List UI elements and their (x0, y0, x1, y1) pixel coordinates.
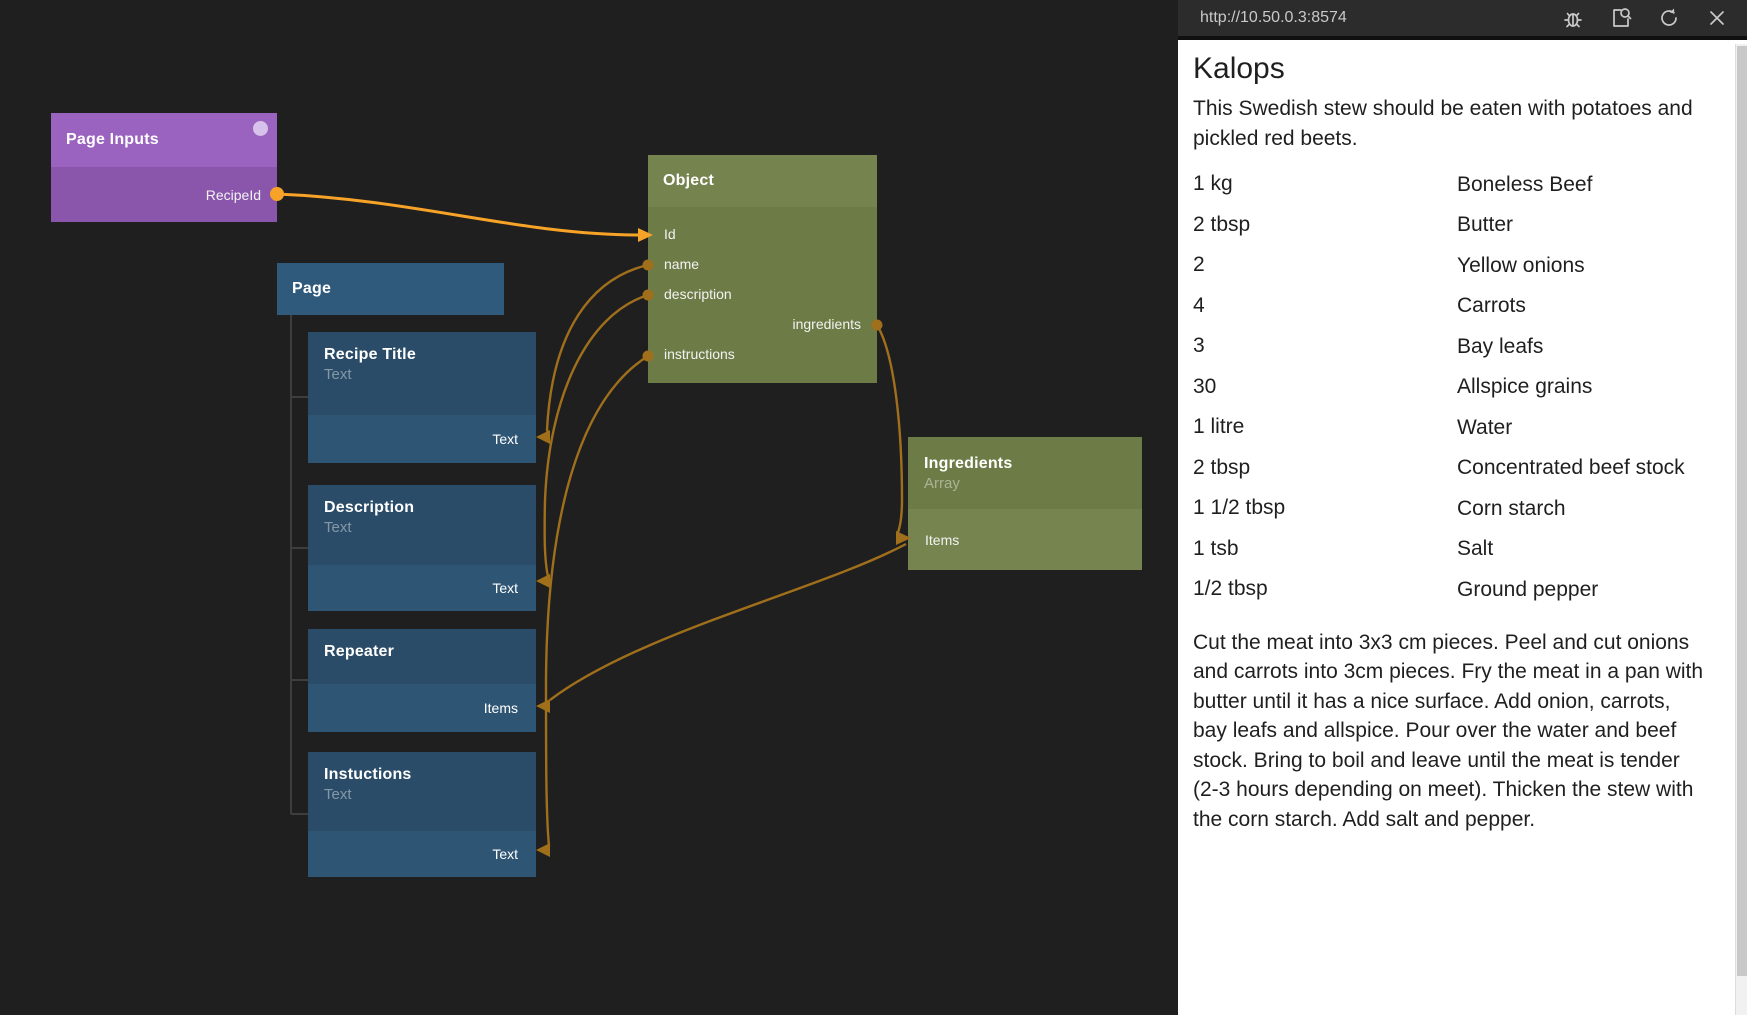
ingredient-name: Concentrated beef stock (1457, 456, 1685, 480)
ingredient-row: 30 Allspice grains (1193, 367, 1707, 408)
node-recipe-title[interactable]: Recipe Title Text Text (308, 332, 536, 463)
node-subtitle: Array (924, 474, 960, 492)
ingredient-name: Yellow onions (1457, 253, 1585, 277)
recipe-title: Kalops (1193, 52, 1285, 85)
port-text[interactable]: Text (308, 831, 536, 877)
recipe-description: This Swedish stew should be eaten with p… (1193, 97, 1693, 150)
ingredient-name: Ground pepper (1457, 577, 1599, 601)
node-title: Page Inputs (66, 131, 159, 148)
port-id[interactable]: Id (664, 226, 676, 242)
open-preview-icon[interactable] (1609, 6, 1633, 30)
node-title: Page (292, 280, 332, 297)
preview-url: http://10.50.0.3:8574 (1200, 9, 1347, 26)
ingredient-name: Corn starch (1457, 496, 1566, 520)
node-editor-canvas[interactable]: Page Inputs RecipeId Page Object Id name… (0, 0, 1178, 1015)
ingredient-qty: 2 tbsp (1193, 455, 1251, 479)
port-description[interactable]: description (664, 286, 732, 302)
ingredient-qty: 2 tbsp (1193, 212, 1251, 236)
ingredient-row: 2 tbsp Concentrated beef stock (1193, 448, 1707, 489)
ingredient-row: 1/2 tbsp Ground pepper (1193, 569, 1707, 610)
recipe-page: Kalops This Swedish stew should be eaten… (1178, 40, 1747, 1011)
port-items[interactable]: Items (308, 684, 536, 732)
ingredient-qty: 1/2 tbsp (1193, 577, 1268, 601)
port-items[interactable]: Items (908, 509, 1142, 570)
port-ingredients[interactable]: ingredients (792, 316, 862, 332)
preview-scrollbar[interactable] (1735, 44, 1747, 1015)
ingredient-qty: 4 (1193, 293, 1205, 317)
scrollbar-thumb[interactable] (1737, 46, 1747, 976)
ingredient-qty: 1 1/2 tbsp (1193, 496, 1286, 520)
ingredient-row: 4 Carrots (1193, 286, 1707, 327)
port-text[interactable]: Text (308, 415, 536, 463)
node-title: Repeater (324, 643, 395, 660)
ingredient-row: 3 Bay leafs (1193, 326, 1707, 367)
port-text[interactable]: Text (308, 565, 536, 611)
preview-panel: http://10.50.0.3:8574 Kalops This Swedis… (1178, 0, 1747, 1015)
ingredient-list: 1 kg Boneless Beef 2 tbsp Butter 2 Yellow o… (1193, 164, 1707, 610)
node-subtitle: Text (324, 366, 352, 383)
ingredient-qty: 1 litre (1193, 415, 1245, 439)
node-title: Ingredients (924, 454, 1013, 472)
preview-header: http://10.50.0.3:8574 (1178, 0, 1747, 40)
node-ingredients[interactable]: Ingredients Array Items (908, 437, 1142, 570)
node-title: Recipe Title (324, 346, 416, 363)
node-title: Description (324, 499, 415, 516)
close-icon[interactable] (1705, 6, 1729, 30)
ingredient-name: Boneless Beef (1457, 172, 1593, 196)
ingredient-row: 2 Yellow onions (1193, 245, 1707, 286)
recipe-instructions: Cut the meat into 3x3 cm pieces. Peel an… (1193, 630, 1704, 831)
port-instructions[interactable]: instructions (664, 346, 735, 362)
ingredient-row: 1 tsb Salt (1193, 529, 1707, 570)
ingredient-qty: 1 tsb (1193, 536, 1239, 560)
node-repeater[interactable]: Repeater Items (308, 629, 536, 732)
ingredient-row: 1 1/2 tbsp Corn starch (1193, 488, 1707, 529)
bug-icon[interactable] (1561, 6, 1585, 30)
node-title: Instuctions (324, 766, 412, 783)
ingredient-name: Water (1457, 415, 1513, 439)
ingredient-qty: 30 (1193, 374, 1217, 398)
node-page[interactable]: Page (277, 263, 504, 315)
ingredient-name: Bay leafs (1457, 334, 1544, 358)
node-subtitle: Text (324, 786, 352, 803)
ingredient-name: Allspice grains (1457, 375, 1593, 399)
refresh-icon[interactable] (1657, 6, 1681, 30)
ingredient-qty: 2 (1193, 253, 1205, 277)
node-description[interactable]: Description Text Text (308, 485, 536, 611)
ingredient-name: Carrots (1457, 294, 1526, 318)
ingredient-qty: 1 kg (1193, 172, 1233, 196)
ingredient-qty: 3 (1193, 334, 1205, 358)
port-name[interactable]: name (664, 256, 700, 272)
node-page-inputs[interactable]: Page Inputs RecipeId (51, 113, 277, 222)
node-title: Object (663, 172, 714, 189)
ingredient-row: 1 litre Water (1193, 407, 1707, 448)
ingredient-name: Salt (1457, 537, 1494, 561)
node-object[interactable]: Object Id name description ingredients i… (648, 155, 877, 383)
component-inputs-dot-icon (253, 121, 268, 136)
node-instuctions[interactable]: Instuctions Text Text (308, 752, 536, 877)
port-recipeid[interactable]: RecipeId (51, 167, 277, 222)
ingredient-row: 2 tbsp Butter (1193, 205, 1707, 246)
ingredient-name: Butter (1457, 213, 1514, 237)
ingredient-row: 1 kg Boneless Beef (1193, 164, 1707, 205)
node-subtitle: Text (324, 519, 352, 536)
